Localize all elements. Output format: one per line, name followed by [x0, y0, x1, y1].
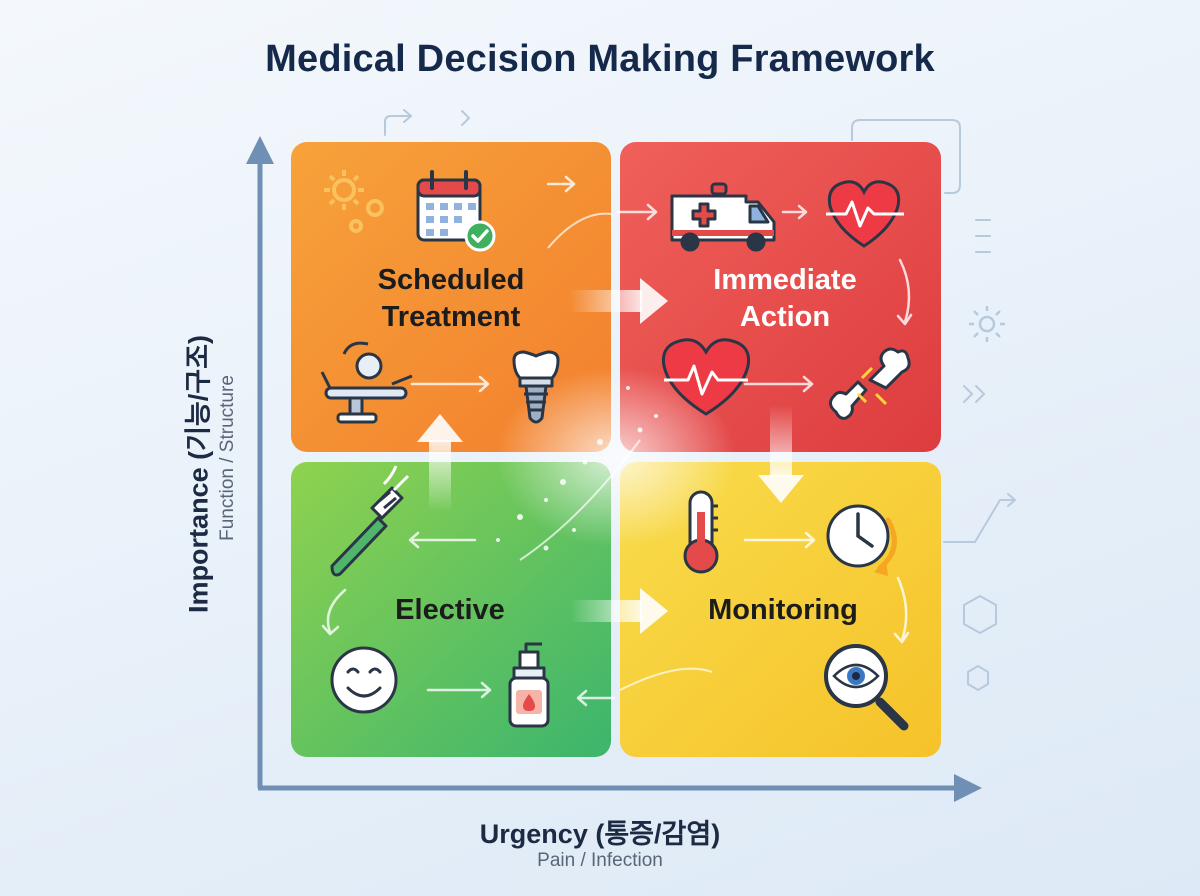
toothbrush-icon: [330, 465, 410, 577]
flow-curves: [519, 212, 713, 691]
dental-chair-icon: [320, 341, 413, 424]
magnifier-eye-icon: [824, 644, 909, 731]
monitoring-line1: Monitoring: [708, 594, 858, 626]
quadrant-label-immediate-action: Immediate Action: [665, 262, 905, 336]
gear-icon: [969, 306, 1005, 342]
broken-bone-icon: [829, 347, 911, 420]
scheduled-line1: Scheduled: [377, 264, 525, 296]
y-axis-sublabel: Function / Structure: [217, 375, 238, 541]
ambulance-icon: [670, 182, 776, 252]
page-title: Medical Decision Making Framework: [265, 38, 935, 80]
background-decorations: [384, 109, 1017, 692]
elective-line1: Elective: [395, 594, 505, 626]
arrow-elective-to-scheduled: [417, 414, 463, 512]
dental-implant-icon: [512, 350, 560, 424]
quadrant-label-elective: Elective: [330, 592, 570, 629]
arrow-immediate-to-monitoring: [758, 405, 804, 503]
arrow-elective-to-monitoring: [570, 588, 668, 634]
x-axis: [258, 774, 982, 802]
sparkles: [496, 386, 658, 551]
immediate-line2: Action: [739, 301, 831, 333]
center-glow: [496, 367, 736, 547]
heartbeat-icon: [826, 180, 904, 248]
quadrant-label-scheduled-treatment: Scheduled Treatment: [331, 262, 571, 336]
heartbeat-icon: [661, 338, 751, 416]
y-axis-label: Importance (기능/구조): [183, 335, 214, 613]
smiley-icon: [330, 646, 398, 714]
medicine-bottle-icon: [508, 642, 550, 728]
small-arrows: [321, 175, 913, 707]
arrow-scheduled-to-immediate: [570, 278, 668, 324]
scheduled-line2: Treatment: [381, 301, 521, 333]
clock-icon: [826, 504, 897, 576]
thermometer-icon: [683, 490, 719, 574]
quadrant-label-monitoring: Monitoring: [663, 592, 903, 629]
gear-icon: [324, 170, 384, 233]
y-axis: [246, 136, 274, 788]
x-axis-label: Urgency (통증/감염): [479, 819, 721, 849]
calendar-check-icon: [416, 170, 496, 252]
immediate-line1: Immediate: [713, 264, 857, 296]
x-axis-sublabel: Pain / Infection: [537, 850, 663, 871]
